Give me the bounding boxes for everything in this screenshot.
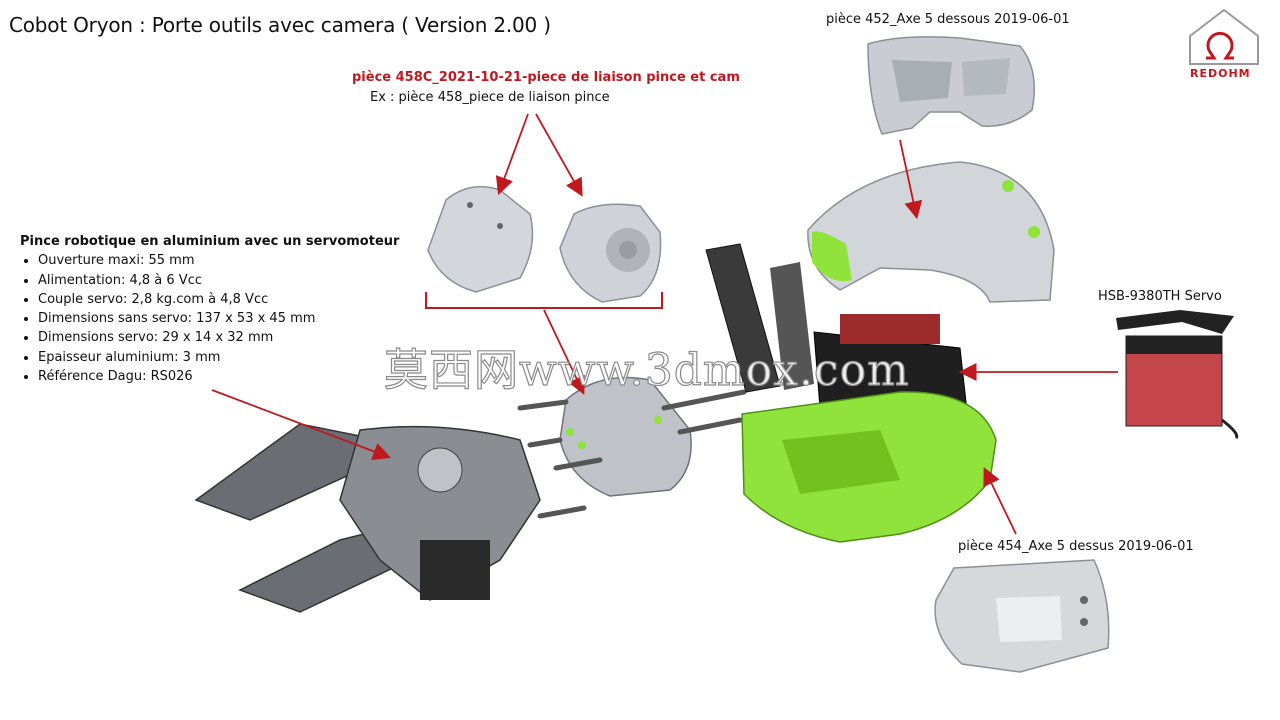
watermark: 莫西网www.3dmox.com	[383, 344, 910, 396]
part-458-image	[559, 203, 662, 303]
spec-item: Référence Dagu: RS026	[38, 367, 399, 386]
part-454-image	[934, 559, 1110, 673]
hsb-servo-image	[1116, 310, 1239, 440]
spec-item: Epaisseur aluminium: 3 mm	[38, 348, 399, 367]
housing-upper-image	[807, 161, 1055, 303]
specs-list: Ouverture maxi: 55 mm Alimentation: 4,8 …	[20, 251, 399, 386]
green-base-image	[741, 391, 997, 543]
redohm-logo-icon	[1189, 8, 1259, 65]
gripper-image	[194, 423, 541, 613]
screws	[517, 389, 747, 519]
camera-board-image	[705, 243, 814, 393]
page-title: Cobot Oryon : Porte outils avec camera (…	[9, 13, 551, 37]
spec-item: Ouverture maxi: 55 mm	[38, 251, 399, 270]
specs-title: Pince robotique en aluminium avec un ser…	[20, 234, 400, 249]
spec-item: Dimensions sans servo: 137 x 53 x 45 mm	[38, 309, 399, 328]
logo-text: REDOHM	[1190, 67, 1251, 80]
bracket	[425, 292, 663, 309]
label-servo: HSB-9380TH Servo	[1098, 289, 1222, 304]
label-piece-452: pièce 452_Axe 5 dessous 2019-06-01	[826, 12, 1070, 27]
connector-part-image	[559, 376, 692, 497]
gripper-specs: Pince robotique en aluminium avec un ser…	[20, 232, 399, 386]
red-arrows	[211, 113, 1118, 535]
spec-item: Alimentation: 4,8 à 6 Vcc	[38, 271, 399, 290]
label-piece-458c: pièce 458C_2021-10-21-piece de liaison p…	[352, 70, 740, 85]
part-458c-image	[427, 185, 534, 293]
spec-item: Couple servo: 2,8 kg.com à 4,8 Vcc	[38, 290, 399, 309]
spec-item: Dimensions servo: 29 x 14 x 32 mm	[38, 328, 399, 347]
part-452-image	[867, 36, 1035, 135]
label-piece-458: Ex : pièce 458_piece de liaison pince	[370, 90, 610, 105]
label-piece-454: pièce 454_Axe 5 dessus 2019-06-01	[958, 539, 1194, 554]
